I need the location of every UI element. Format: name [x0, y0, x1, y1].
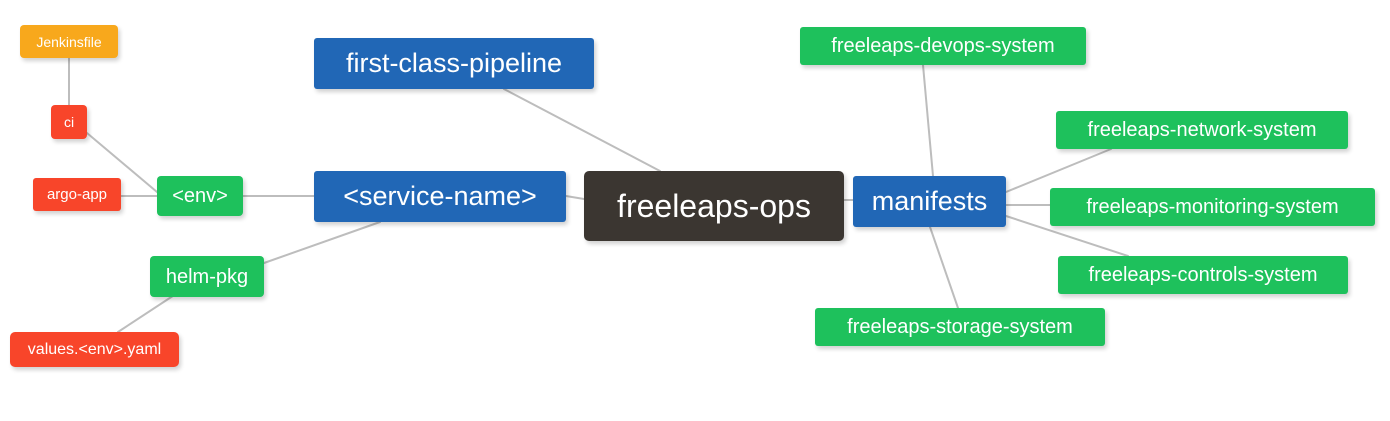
node-argo-app[interactable]: argo-app — [33, 178, 121, 211]
node-ci[interactable]: ci — [51, 105, 87, 139]
node-label: freeleaps-ops — [617, 188, 811, 224]
node-label: <env> — [172, 185, 228, 207]
node-env[interactable]: <env> — [157, 176, 243, 216]
node-label: Jenkinsfile — [36, 33, 102, 50]
node-label: first-class-pipeline — [345, 48, 563, 78]
edge-manifests-to-freeleaps-devops-system — [922, 64, 934, 177]
node-freeleaps-storage-system[interactable]: freeleaps-storage-system — [815, 308, 1105, 346]
node-label: freeleaps-controls-system — [1088, 264, 1318, 286]
node-service-name[interactable]: <service-name> — [314, 171, 566, 222]
node-label: ci — [63, 114, 75, 130]
node-values-yaml[interactable]: values.<env>.yaml — [10, 332, 179, 367]
node-helm-pkg[interactable]: helm-pkg — [150, 256, 264, 297]
node-label: argo-app — [46, 186, 108, 203]
node-freeleaps-devops-system[interactable]: freeleaps-devops-system — [800, 27, 1086, 65]
edge-manifests-to-freeleaps-storage-system — [929, 226, 959, 309]
node-label: values.<env>.yaml — [27, 340, 162, 358]
node-label: freeleaps-storage-system — [847, 316, 1073, 338]
edge-first-class-pipeline-to-freeleaps-ops — [503, 88, 661, 172]
node-freeleaps-controls-system[interactable]: freeleaps-controls-system — [1058, 256, 1348, 294]
node-label: freeleaps-monitoring-system — [1086, 196, 1339, 218]
node-label: helm-pkg — [165, 265, 249, 288]
node-jenkinsfile[interactable]: Jenkinsfile — [20, 25, 118, 58]
node-freeleaps-ops[interactable]: freeleaps-ops — [584, 171, 844, 241]
node-manifests[interactable]: manifests — [853, 176, 1006, 227]
node-freeleaps-network-system[interactable]: freeleaps-network-system — [1056, 111, 1348, 149]
node-label: <service-name> — [343, 181, 537, 211]
edge-manifests-to-freeleaps-network-system — [1005, 148, 1112, 193]
node-label: freeleaps-devops-system — [831, 35, 1055, 57]
edge-service-name-to-freeleaps-ops — [565, 195, 585, 200]
node-label: manifests — [871, 186, 988, 216]
node-freeleaps-monitoring-system[interactable]: freeleaps-monitoring-system — [1050, 188, 1375, 226]
node-first-class-pipeline[interactable]: first-class-pipeline — [314, 38, 594, 89]
edge-service-name-to-helm-pkg — [263, 221, 381, 264]
node-label: freeleaps-network-system — [1087, 119, 1317, 141]
